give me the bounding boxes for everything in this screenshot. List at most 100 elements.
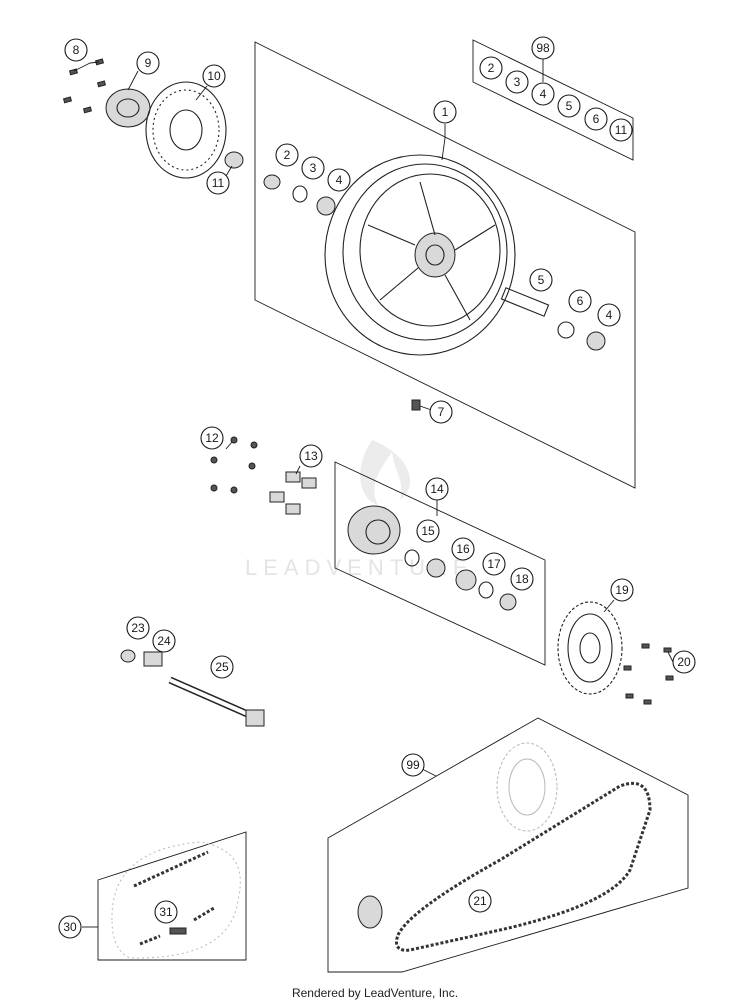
spacer-tube-5 xyxy=(500,287,550,317)
svg-text:5: 5 xyxy=(566,99,573,113)
svg-text:2: 2 xyxy=(284,148,291,162)
svg-text:7: 7 xyxy=(438,405,445,419)
callout-11[interactable]: 11 xyxy=(206,171,230,195)
bolt-set-8 xyxy=(62,58,106,114)
valve-7 xyxy=(411,399,421,411)
svg-text:1: 1 xyxy=(442,105,449,119)
svg-text:23: 23 xyxy=(131,621,145,635)
callout-3[interactable]: 3 xyxy=(301,156,325,180)
nut-set-12 xyxy=(210,436,258,494)
chain-kit-99 xyxy=(357,742,652,952)
callout-5[interactable]: 5 xyxy=(529,268,553,292)
callout-24[interactable]: 24 xyxy=(152,629,176,653)
spacer-18 xyxy=(499,593,517,611)
svg-text:2: 2 xyxy=(488,61,495,75)
kit98-callout-4[interactable]: 4 xyxy=(531,82,555,106)
hub-panel xyxy=(334,461,546,666)
ring-17 xyxy=(478,581,494,599)
svg-text:6: 6 xyxy=(593,112,600,126)
bearing-4a xyxy=(316,196,336,216)
svg-text:17: 17 xyxy=(487,557,501,571)
credit-line: Rendered by LeadVenture, Inc. xyxy=(291,986,459,1000)
callout-7[interactable]: 7 xyxy=(429,400,453,424)
svg-text:8: 8 xyxy=(73,43,80,57)
callout-21[interactable]: 21 xyxy=(468,889,492,913)
callout-13[interactable]: 13 xyxy=(299,444,323,468)
svg-text:4: 4 xyxy=(540,87,547,101)
svg-text:18: 18 xyxy=(515,572,529,586)
callout-12[interactable]: 12 xyxy=(200,426,224,450)
kit98-callout-5[interactable]: 5 xyxy=(557,94,581,118)
svg-text:19: 19 xyxy=(615,583,629,597)
seal-16b xyxy=(455,569,477,591)
sprocket-19 xyxy=(557,601,623,695)
kit99-panel xyxy=(327,717,689,973)
chain-links-30 xyxy=(111,841,241,959)
svg-text:30: 30 xyxy=(63,920,77,934)
svg-text:16: 16 xyxy=(456,542,470,556)
svg-text:99: 99 xyxy=(406,758,420,772)
kit98-callout-3[interactable]: 3 xyxy=(505,70,529,94)
callout-17[interactable]: 17 xyxy=(482,552,506,576)
callout-9[interactable]: 9 xyxy=(136,51,160,75)
svg-text:9: 9 xyxy=(145,56,152,70)
kit30-panel xyxy=(97,831,247,961)
watermark: LEADVENTURE xyxy=(245,440,468,580)
callout-25[interactable]: 25 xyxy=(210,655,234,679)
svg-text:3: 3 xyxy=(310,161,317,175)
callout-18[interactable]: 18 xyxy=(510,567,534,591)
rear-wheel-1 xyxy=(324,154,516,356)
svg-text:4: 4 xyxy=(606,308,613,322)
callout-30[interactable]: 30 xyxy=(58,915,82,939)
kit98-callout-11[interactable]: 11 xyxy=(609,118,633,142)
callout-14[interactable]: 14 xyxy=(425,477,449,501)
svg-text:11: 11 xyxy=(212,176,225,190)
disc-carrier-9 xyxy=(105,88,151,128)
callout-31[interactable]: 31 xyxy=(154,900,178,924)
svg-text:3: 3 xyxy=(514,75,521,89)
washer-6 xyxy=(557,321,575,339)
callout-8[interactable]: 8 xyxy=(64,38,88,62)
bolt-set-20 xyxy=(623,643,674,705)
kit98-panel xyxy=(472,39,634,161)
callout-98[interactable]: 98 xyxy=(531,36,555,60)
seal-2 xyxy=(263,174,281,190)
part-15 xyxy=(404,549,420,567)
callout-2[interactable]: 2 xyxy=(275,143,299,167)
svg-text:11: 11 xyxy=(615,123,628,137)
callout-4a[interactable]: 4 xyxy=(327,168,351,192)
svg-text:6: 6 xyxy=(577,294,584,308)
spacer-11 xyxy=(224,151,244,169)
svg-text:25: 25 xyxy=(215,660,229,674)
chain-adjuster-24 xyxy=(143,651,163,667)
circlip-3 xyxy=(292,185,308,203)
callout-99[interactable]: 99 xyxy=(401,753,425,777)
callout-4b[interactable]: 4 xyxy=(597,303,621,327)
callout-23[interactable]: 23 xyxy=(126,616,150,640)
svg-text:98: 98 xyxy=(536,41,550,55)
callout-15[interactable]: 15 xyxy=(416,519,440,543)
callout-1[interactable]: 1 xyxy=(433,100,457,124)
svg-text:5: 5 xyxy=(538,273,545,287)
svg-text:12: 12 xyxy=(205,431,219,445)
svg-text:13: 13 xyxy=(304,449,318,463)
damper-rubbers-13 xyxy=(269,471,317,515)
callout-10[interactable]: 10 xyxy=(202,64,226,88)
callout-20[interactable]: 20 xyxy=(672,650,696,674)
kit98-callout-6[interactable]: 6 xyxy=(584,107,608,131)
brake-disc-10 xyxy=(145,81,227,179)
bearing-16 xyxy=(426,558,446,578)
callout-19[interactable]: 19 xyxy=(610,578,634,602)
svg-text:14: 14 xyxy=(430,482,444,496)
svg-text:24: 24 xyxy=(157,634,171,648)
nut-23 xyxy=(120,649,136,663)
callout-6[interactable]: 6 xyxy=(568,289,592,313)
callout-16[interactable]: 16 xyxy=(451,537,475,561)
kit98-callout-2[interactable]: 2 xyxy=(479,56,503,80)
svg-text:21: 21 xyxy=(473,894,487,908)
svg-text:15: 15 xyxy=(421,524,435,538)
wheel-panel xyxy=(254,41,636,489)
bearing-4b xyxy=(586,331,606,351)
svg-text:4: 4 xyxy=(336,173,343,187)
